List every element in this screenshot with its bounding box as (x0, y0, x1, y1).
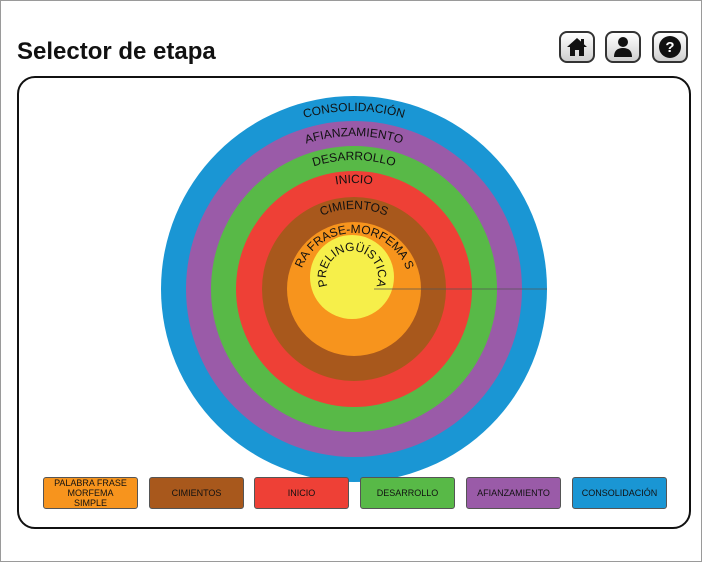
legend-button-5[interactable]: AFIANZAMIENTO (466, 477, 561, 509)
home-icon (567, 38, 587, 56)
help-button[interactable]: ? (652, 31, 688, 63)
user-icon (614, 37, 632, 57)
legend-button-label: CIMIENTOS (171, 488, 222, 498)
legend-button-1[interactable]: PALABRA FRASE MORFEMA SIMPLE (43, 477, 138, 509)
legend-button-4[interactable]: DESARROLLO (360, 477, 455, 509)
ring-label-cimientos: CIMIENTOS (318, 198, 391, 219)
help-icon: ? (659, 36, 681, 58)
ring-label-inicio: INICIO (334, 172, 374, 188)
legend-button-6[interactable]: CONSOLIDACIÓN (572, 477, 667, 509)
user-button[interactable] (605, 31, 641, 63)
legend-button-label: PALABRA FRASE MORFEMA SIMPLE (54, 478, 127, 508)
ring-prelinguistica[interactable] (310, 235, 394, 319)
legend-button-3[interactable]: INICIO (254, 477, 349, 509)
ring-label-afianzamiento: AFIANZAMIENTO (303, 125, 405, 147)
ring-label-consolidacion: CONSOLIDACIÓN (301, 100, 406, 121)
page-title: Selector de etapa (17, 38, 216, 65)
legend-button-label: INICIO (287, 488, 316, 498)
legend-button-label: DESARROLLO (376, 488, 439, 498)
legend-button-2[interactable]: CIMIENTOS (149, 477, 244, 509)
home-button[interactable] (559, 31, 595, 63)
legend-button-label: CONSOLIDACIÓN (581, 488, 658, 498)
ring-label-desarrollo: DESARROLLO (311, 149, 398, 169)
svg-text:?: ? (665, 39, 674, 56)
legend-button-label: AFIANZAMIENTO (477, 488, 550, 498)
